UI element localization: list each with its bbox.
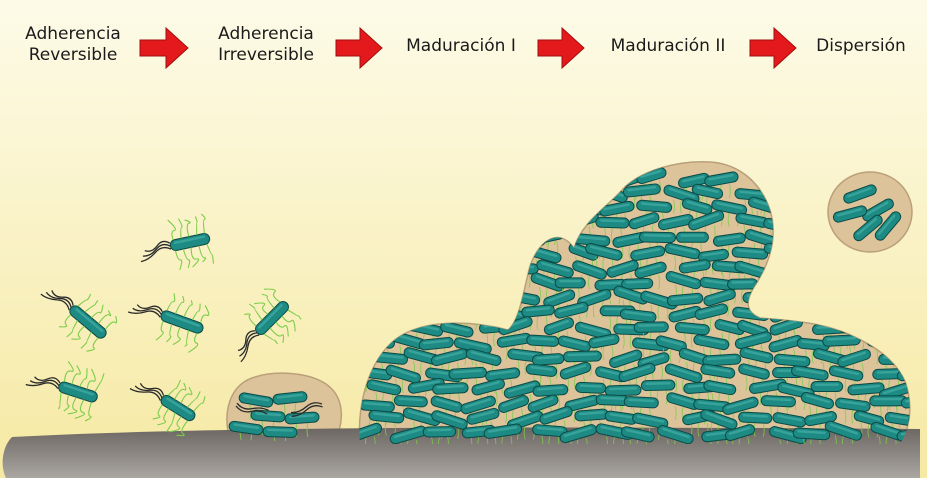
bacterium	[575, 409, 609, 421]
bacterium	[639, 232, 675, 243]
bacterium	[423, 427, 456, 438]
stage-label-1: AdherenciaReversible	[8, 24, 138, 66]
bacterium	[676, 232, 708, 242]
bacterium	[596, 217, 629, 228]
bacterium	[527, 335, 559, 347]
bacterium	[449, 367, 487, 379]
bacterium	[575, 382, 605, 393]
bacterium	[432, 383, 468, 395]
stage-label-line: Dispersión	[800, 36, 922, 57]
bacterium	[738, 412, 772, 424]
bacterium	[394, 395, 428, 407]
bacterium	[533, 384, 568, 396]
bacterium	[555, 278, 585, 288]
bacterium	[251, 410, 286, 422]
bacterium	[624, 396, 659, 408]
stage-label-line: Reversible	[8, 45, 138, 66]
bacterium	[532, 353, 564, 365]
stage-label-line: Adherencia	[196, 24, 336, 45]
bacterium	[641, 380, 675, 391]
stage-label-line: Irreversible	[196, 45, 336, 66]
bacterium	[811, 381, 843, 391]
stage-label-4: Maduración II	[592, 36, 744, 57]
bacterium	[263, 426, 297, 437]
bacterium	[727, 279, 757, 290]
bacterium	[634, 322, 668, 333]
stage-label-3: Maduración I	[390, 36, 532, 57]
bacterium	[596, 394, 629, 405]
bacterium	[605, 385, 641, 396]
bacterium	[732, 247, 768, 260]
stage-label-line: Maduración I	[390, 36, 532, 57]
stage-label-line: Maduración II	[592, 36, 744, 57]
bacterium	[793, 428, 830, 440]
bacterium	[761, 395, 796, 407]
stage-label-line: Adherencia	[8, 24, 138, 45]
stage-label-5: Dispersión	[800, 36, 922, 57]
stage-label-2: AdherenciaIrreversible	[196, 24, 336, 66]
bacterium	[563, 351, 601, 362]
